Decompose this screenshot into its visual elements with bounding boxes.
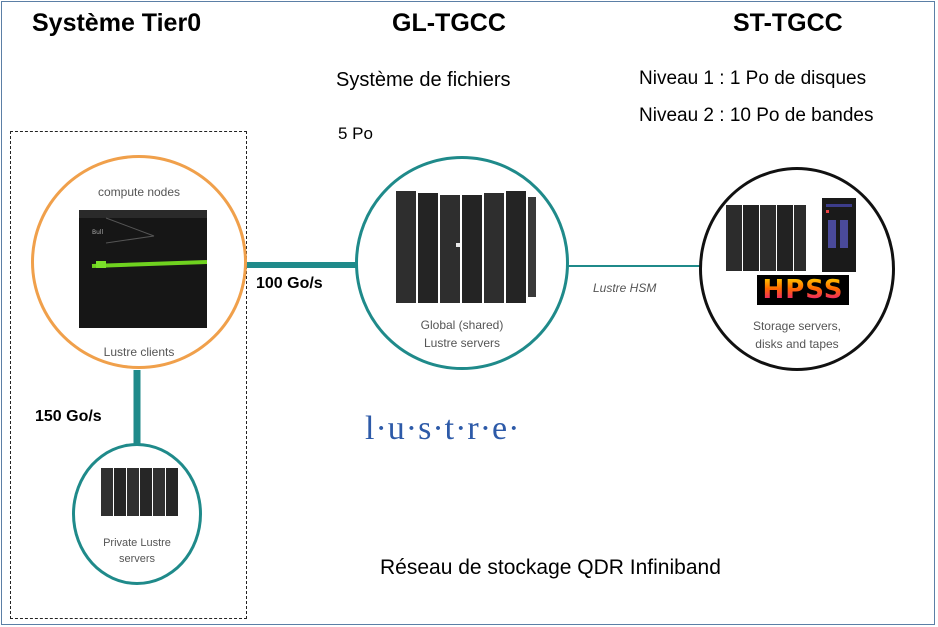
- compute-nodes-label: compute nodes: [97, 185, 181, 199]
- tier0-system-box: [10, 131, 247, 619]
- tape-library-icon: [822, 198, 856, 272]
- header-gl-tgcc: GL-TGCC: [392, 9, 506, 37]
- link-label-100: 100 Go/s: [256, 275, 323, 292]
- private-lustre-label-1: Private Lustre: [103, 537, 171, 549]
- hpss-logo: HPSS: [757, 275, 849, 305]
- storage-servers-node: Storage servers, disks and tapes: [699, 167, 895, 371]
- hpss-logo-text: HPSS: [757, 275, 849, 305]
- private-lustre-node: Private Lustre servers: [72, 443, 202, 585]
- svg-text:Bull: Bull: [92, 229, 104, 236]
- storage-label-1: Storage servers,: [752, 319, 842, 333]
- compute-rack-icon: Bull: [79, 210, 208, 328]
- compute-nodes-node: compute nodes Bull Lustre clients: [31, 155, 247, 369]
- st-level2-label: Niveau 2 : 10 Po de bandes: [639, 105, 874, 126]
- link-label-hsm: Lustre HSM: [593, 281, 657, 295]
- lustre-logo: l·u·s·t·r·e·: [365, 410, 521, 447]
- link-label-150: 150 Go/s: [35, 408, 102, 425]
- private-rack-icon: [101, 468, 178, 516]
- storage-label-2: disks and tapes: [755, 337, 839, 351]
- gl-capacity-label: 5 Po: [338, 124, 373, 143]
- gl-filesystem-label: Système de fichiers: [336, 69, 511, 91]
- global-lustre-label-2: Lustre servers: [423, 336, 501, 350]
- st-level1-label: Niveau 1 : 1 Po de disques: [639, 68, 867, 89]
- global-lustre-label-1: Global (shared): [420, 318, 504, 332]
- header-tier0: Système Tier0: [32, 9, 202, 37]
- private-lustre-label-2: servers: [118, 553, 156, 565]
- header-st-tgcc: ST-TGCC: [733, 9, 843, 37]
- network-caption: Réseau de stockage QDR Infiniband: [380, 556, 721, 579]
- lustre-clients-label: Lustre clients: [103, 345, 175, 359]
- global-rack-icon: [396, 191, 536, 303]
- global-lustre-node: Global (shared) Lustre servers: [355, 156, 569, 370]
- storage-rack-icon: [726, 205, 806, 271]
